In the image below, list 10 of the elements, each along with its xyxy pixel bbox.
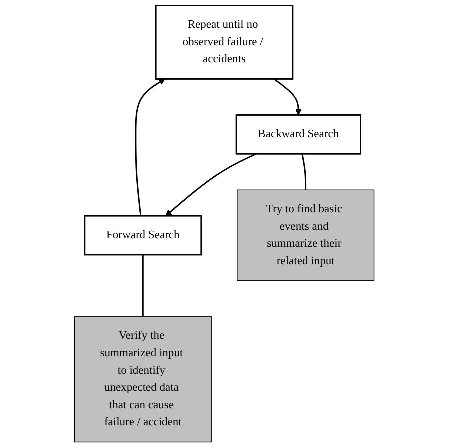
arrow	[166, 153, 257, 216]
node-box: Try to find basic events and summarize their related input	[237, 190, 375, 282]
node-box: Verify the summarized input to identify unexpected data that can cause failure / accident	[74, 316, 212, 443]
connector	[302, 154, 307, 190]
node-box: Repeat until no observed failure / accidents	[155, 5, 294, 80]
arrow	[274, 78, 302, 116]
node-box: Forward Search	[84, 215, 202, 256]
connector	[142, 254, 144, 317]
arrow	[135, 78, 166, 216]
node-box: Backward Search	[236, 114, 362, 155]
